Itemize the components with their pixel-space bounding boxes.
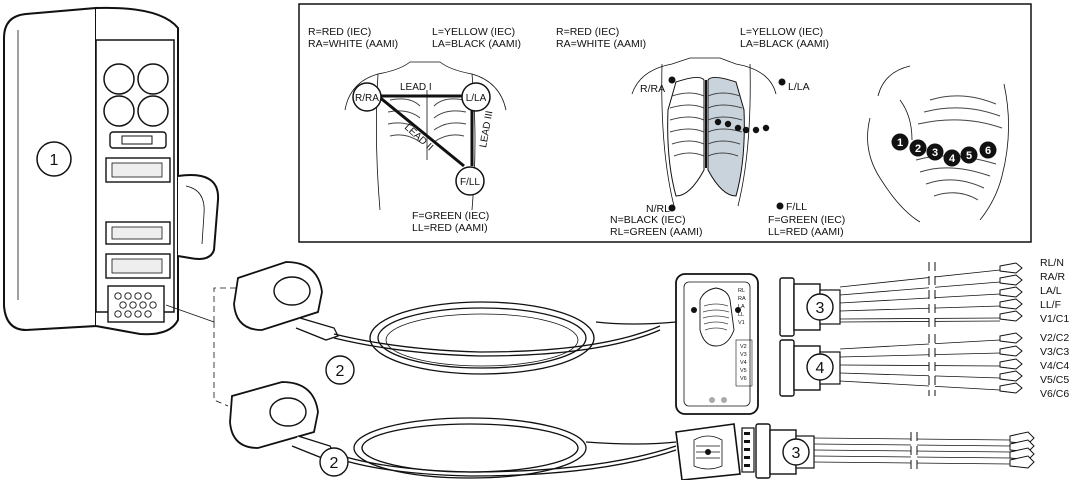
limb-foot-aami: LL=RED (AAMI) [412,222,488,234]
callout-lead-set-lower-label: 3 [792,445,801,462]
lead-label-ll-f: LL/F [1040,299,1061,311]
monitor-module: 1 [4,8,218,334]
chest-n-iec: N=BLACK (IEC) [610,214,686,226]
chest-f-aami: LL=RED (AAMI) [768,226,844,238]
card-label-v1: V1 [738,320,745,326]
lead-label-rl-n: RL/N [1040,257,1064,269]
lead-label-v6-c6: V6/C6 [1040,388,1069,400]
trunk-card-lower [676,424,754,480]
lead-one-label: LEAD I [400,82,432,93]
lead-label-ra-r: RA/R [1040,271,1066,283]
callout-lead-set-limb-label: 3 [816,300,825,317]
trunk-card-upper: RL RA LA LL V1 V2 V3 V4 V5 V6 [676,274,758,414]
chest-f-iec: F=GREEN (IEC) [768,214,845,226]
lead-label-la-l: LA/L [1040,285,1062,297]
lead-set-chest: 4 [780,340,1000,396]
card-label-v3: V3 [740,352,747,358]
lead-label-v1-c1: V1/C1 [1040,313,1069,325]
lead-label-v5-c5: V5/C5 [1040,374,1069,386]
cable-lower: 2 [230,382,676,478]
chest-right-iec: R=RED (IEC) [556,26,619,38]
precordial-v3-label: 3 [932,147,938,159]
electrode-ra-label: R/RA [355,93,379,104]
electrode-clips [1000,263,1022,393]
limb-right-aami: RA=WHITE (AAMI) [308,38,398,50]
card-label-la: LA [738,304,745,310]
callout-monitor-label: 1 [50,152,59,169]
precordial-v6-label: 6 [985,145,991,157]
callout-cable-upper-label: 2 [336,363,345,380]
precordial-v2-label: 2 [915,143,921,155]
lead-label-v2-c2: V2/C2 [1040,332,1069,344]
limb-foot-iec: F=GREEN (IEC) [412,210,489,222]
chest-n-aami: RL=GREEN (AAMI) [610,226,702,238]
lead-label-v4-c4: V4/C4 [1040,360,1069,372]
precordial-v5-label: 5 [966,150,972,162]
card-label-v2: V2 [740,344,747,350]
placement-panel: R=RED (IEC) RA=WHITE (AAMI) L=YELLOW (IE… [299,4,1031,242]
card-label-v4: V4 [740,360,747,366]
electrode-fl-label: F/LL [460,177,480,188]
card-label-ll: LL [738,312,744,318]
callout-lead-set-chest-label: 4 [816,360,825,377]
card-label-v5: V5 [740,368,747,374]
limb-right-iec: R=RED (IEC) [308,26,371,38]
lead-name-labels: RL/N RA/R LA/L LL/F V1/C1 V2/C2 V3/C3 V4… [1040,257,1069,400]
precordial-v1-label: 1 [897,137,903,149]
card-label-v6: V6 [740,376,747,382]
card-label-rl: RL [738,288,745,294]
chest-ra-label: R/RA [640,83,665,95]
chest-right-aami: RA=WHITE (AAMI) [556,38,646,50]
chest-fll-label: F/LL [786,201,807,213]
lead-label-v3-c3: V3/C3 [1040,346,1069,358]
limb-left-aami: LA=BLACK (AAMI) [432,38,521,50]
chest-la-label: L/LA [788,81,810,93]
precordial-v4-label: 4 [949,153,956,165]
cable-upper: 2 [234,262,676,384]
card-label-ra: RA [738,296,746,302]
callout-cable-lower-label: 2 [330,455,339,472]
wire-break-marks [929,262,935,396]
lead-set-limb: 3 [780,270,1000,336]
chest-left-iec: L=YELLOW (IEC) [740,26,823,38]
limb-left-iec: L=YELLOW (IEC) [432,26,515,38]
lead-set-lower: 3 [756,424,1034,478]
chest-left-aami: LA=BLACK (AAMI) [740,38,829,50]
electrode-la-label: L/LA [466,93,487,104]
